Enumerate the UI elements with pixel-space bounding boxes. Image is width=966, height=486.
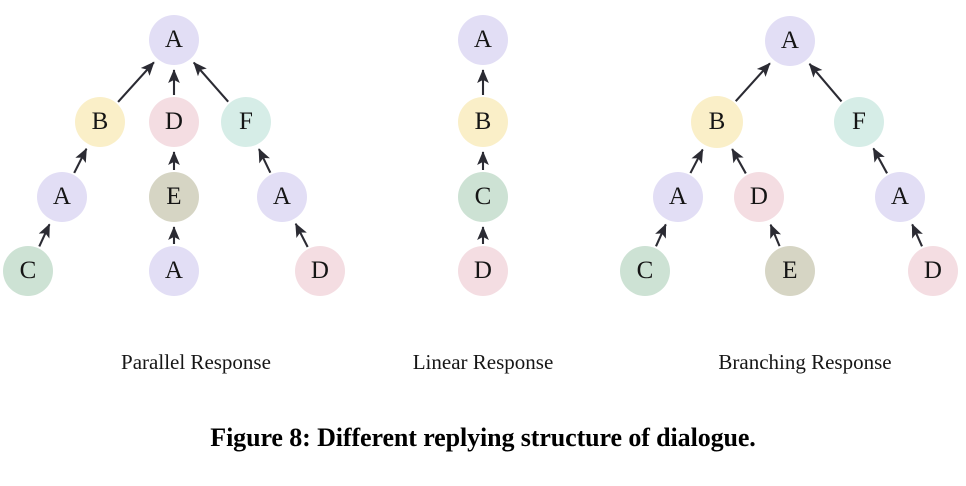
reply-arrow <box>911 223 923 247</box>
reply-arrow <box>258 148 272 174</box>
dialogue-node-label: D <box>164 107 184 135</box>
dialogue-node-label: D <box>310 256 330 284</box>
dialogue-node[interactable]: A <box>149 246 199 296</box>
dialogue-node-label: B <box>91 107 109 135</box>
dialogue-node[interactable]: D <box>149 97 199 147</box>
dialogue-node-label: C <box>636 256 654 284</box>
dialogue-node-label: E <box>166 182 182 210</box>
dialogue-node[interactable]: C <box>620 246 670 296</box>
reply-arrow <box>38 223 51 247</box>
reply-edges <box>38 61 923 248</box>
dialogue-node[interactable]: E <box>765 246 815 296</box>
dialogue-node-label: D <box>749 182 769 210</box>
dialogue-node-label: A <box>890 182 910 210</box>
dialogue-node-label: D <box>923 256 943 284</box>
reply-arrow <box>655 223 667 247</box>
reply-arrow <box>731 148 747 174</box>
dialogue-node[interactable]: D <box>295 246 345 296</box>
reply-arrow <box>872 147 888 174</box>
tree-label-branching-response: Branching Response <box>718 350 892 374</box>
dialogue-node-label: E <box>782 256 798 284</box>
dialogue-node-label: F <box>238 107 254 135</box>
dialogue-node[interactable]: A <box>149 15 199 65</box>
dialogue-node-label: A <box>668 182 688 210</box>
dialogue-node[interactable]: E <box>149 172 199 222</box>
reply-arrow <box>808 63 843 103</box>
reply-arrow <box>117 61 155 103</box>
dialogue-node-label: F <box>851 107 867 135</box>
dialogue-node[interactable]: C <box>3 246 53 296</box>
dialogue-node-label: A <box>164 25 184 53</box>
dialogue-node[interactable]: A <box>458 15 508 65</box>
dialogue-node[interactable]: B <box>691 96 743 148</box>
tree-label-linear-response: Linear Response <box>412 350 554 374</box>
dialogue-node-label: A <box>272 182 292 210</box>
dialogue-node-label: A <box>473 25 493 53</box>
dialogue-node-label: B <box>474 107 492 135</box>
dialogue-node[interactable]: D <box>908 246 958 296</box>
dialogue-node[interactable]: A <box>257 172 307 222</box>
dialogue-node-label: D <box>473 256 493 284</box>
dialogue-node[interactable]: A <box>653 172 703 222</box>
tree-label-parallel-response: Parallel Response <box>121 350 271 374</box>
reply-arrow <box>73 148 88 174</box>
dialogue-node-label: A <box>780 26 800 54</box>
dialogue-node[interactable]: D <box>734 172 784 222</box>
dialogue-node-label: A <box>52 182 72 210</box>
dialogue-node-label: A <box>164 256 184 284</box>
dialogue-node[interactable]: C <box>458 172 508 222</box>
reply-arrow <box>294 222 309 248</box>
dialogue-node[interactable]: D <box>458 246 508 296</box>
reply-arrow <box>734 62 771 102</box>
reply-arrow <box>193 61 229 103</box>
reply-arrow <box>689 148 704 174</box>
dialogue-node[interactable]: F <box>221 97 271 147</box>
dialogue-node-label: B <box>708 107 726 135</box>
dialogue-node-label: C <box>474 182 492 210</box>
dialogue-node[interactable]: A <box>875 172 925 222</box>
dialogue-node[interactable]: F <box>834 97 884 147</box>
dialogue-node[interactable]: B <box>75 97 125 147</box>
dialogue-node[interactable]: B <box>458 97 508 147</box>
figure-caption: Figure 8: Different replying structure o… <box>210 423 756 452</box>
dialogue-node[interactable]: A <box>37 172 87 222</box>
dialogue-node-label: C <box>19 256 37 284</box>
reply-arrow <box>769 223 782 247</box>
dialogue-node[interactable]: A <box>765 16 815 66</box>
